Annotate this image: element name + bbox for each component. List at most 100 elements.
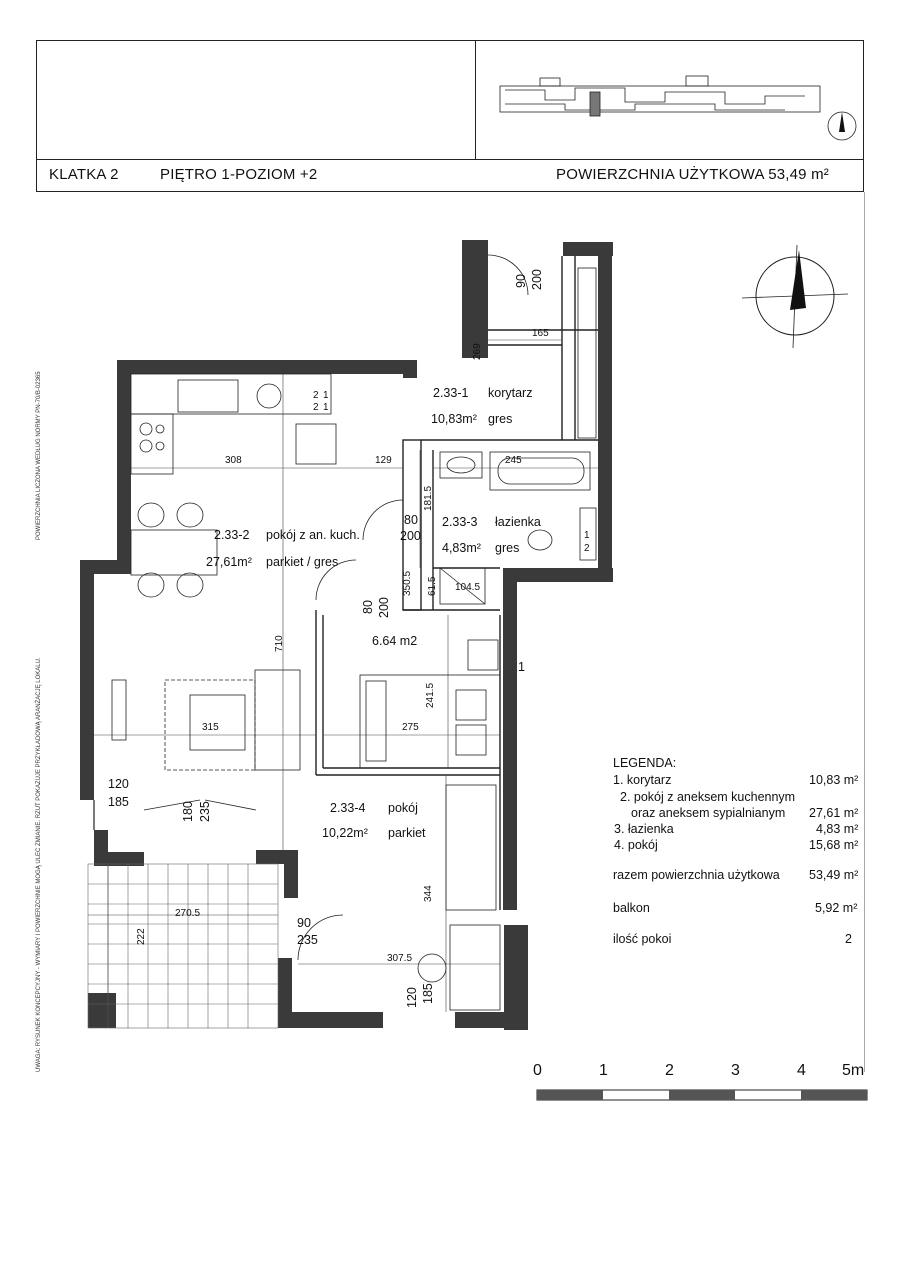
walls (80, 240, 613, 1030)
balcony-tiles (87, 863, 279, 1029)
frame-divider-horizontal (36, 159, 864, 160)
scale-label-1: 1 (599, 1062, 608, 1079)
dim-235-b: 235 (297, 933, 318, 947)
legend-total-value: 53,49 m² (809, 868, 859, 882)
dim-104-5: 104.5 (455, 582, 481, 593)
room-4-name: pokój (388, 801, 418, 815)
legend-rooms-value: 2 (845, 932, 852, 946)
living-set (111, 669, 301, 771)
legend-rooms-label: ilość pokoi (613, 932, 672, 946)
legend-balcony-label: balkon (613, 901, 650, 915)
dim-181-5: 181.5 (423, 485, 434, 511)
bathroom-fixtures (439, 267, 597, 605)
dim-350-5: 350.5 (402, 570, 413, 596)
dim-315: 315 (202, 722, 219, 733)
room-2-finish: parkiet / gres (266, 555, 339, 569)
partition-walls (315, 256, 598, 910)
room-1-id: 2.33-1 (433, 386, 469, 400)
legend-row-4-label: 3. łazienka (614, 822, 674, 836)
legend-title: LEGENDA: (613, 756, 677, 770)
room-4-finish: parkiet (388, 826, 426, 840)
dim-80-b: 80 (361, 600, 375, 614)
dim-61-5: 61.5 (427, 576, 438, 596)
dim-344: 344 (423, 885, 434, 902)
scale-label-3: 3 (731, 1062, 740, 1079)
scale-label-0: 0 (533, 1062, 542, 1079)
legend-row-2-label: 2. pokój z aneksem kuchennym (620, 790, 796, 804)
scale-bar (536, 1089, 868, 1101)
stove-label-4: 1 (323, 402, 329, 413)
dim-710: 710 (274, 635, 285, 652)
legend-balcony-value: 5,92 m² (815, 901, 858, 915)
scale-label-5: 5m (842, 1062, 865, 1079)
stove-label-2: 1 (323, 390, 329, 401)
room-3-finish: gres (495, 541, 520, 555)
dim-129: 129 (375, 455, 392, 466)
legend-row-3-label: oraz aneksem sypialnianym (631, 806, 786, 820)
kitchen-counter (130, 373, 337, 475)
dimension-lines (88, 339, 598, 1028)
dim-80-a: 80 (404, 513, 418, 527)
dim-222: 222 (136, 928, 147, 945)
room-2-id: 2.33-2 (214, 528, 250, 542)
room-3-area: 4,83m² (442, 541, 481, 555)
legend-row-1-value: 10,83 m² (809, 773, 859, 787)
dim-185-a: 185 (108, 795, 129, 809)
stair-label: KLATKA 2 (49, 166, 119, 183)
north-arrow-small-icon (827, 111, 857, 141)
dim-1: 1 (518, 660, 525, 674)
page-border (864, 192, 865, 1072)
wc-label-1: 1 (584, 530, 590, 541)
key-plan-icon (499, 75, 821, 117)
room-4-area: 10,22m² (322, 826, 368, 840)
stove-label-1: 2 (313, 390, 319, 401)
alcove-area: 6.64 m2 (372, 634, 418, 648)
compass-icon (741, 244, 849, 349)
dim-165: 165 (532, 328, 549, 339)
legend-row-5-value: 15,68 m² (809, 838, 859, 852)
legend-row-3-value: 27,61 m² (809, 806, 859, 820)
legend-row-4-value: 4,83 m² (816, 822, 859, 836)
legend-total-label: razem powierzchnia użytkowa (613, 868, 780, 882)
dim-241-5: 241.5 (425, 682, 436, 708)
scale-label-4: 4 (797, 1062, 806, 1079)
dining-set (130, 502, 218, 598)
dim-200-b: 200 (530, 269, 544, 290)
dim-270-5: 270.5 (175, 908, 201, 919)
dim-90-b: 90 (297, 916, 311, 930)
dim-275: 275 (402, 722, 419, 733)
room-2-area: 27,61m² (206, 555, 252, 569)
bedroom-furniture (417, 784, 501, 1011)
door-swings (143, 254, 529, 961)
usable-area-label: POWIERZCHNIA UŻYTKOWA 53,49 m² (556, 166, 829, 183)
dim-200-c: 200 (377, 597, 391, 618)
dim-120-b: 120 (405, 987, 419, 1008)
dim-269: 269 (472, 343, 483, 360)
dim-307-5: 307.5 (387, 953, 413, 964)
legend-row-1-label: 1. korytarz (613, 773, 672, 787)
scale-label-2: 2 (665, 1062, 674, 1079)
dim-308: 308 (225, 455, 242, 466)
title-frame (36, 40, 864, 192)
frame-divider (475, 40, 476, 160)
room-3-id: 2.33-3 (442, 515, 478, 529)
room-1-name: korytarz (488, 386, 533, 400)
wc-label-2: 2 (584, 543, 590, 554)
room-4-id: 2.33-4 (330, 801, 366, 815)
legend-row-5-label: 4. pokój (614, 838, 658, 852)
room-1-finish: gres (488, 412, 513, 426)
room-1-area: 10,83m² (431, 412, 477, 426)
room-3-name: łazienka (495, 515, 541, 529)
dim-245: 245 (505, 455, 522, 466)
dim-185-b: 185 (421, 983, 435, 1004)
dim-180: 180 (181, 801, 195, 822)
dim-90-a: 90 (514, 274, 528, 288)
floor-label: PIĘTRO 1-POZIOM +2 (160, 166, 318, 183)
stove-label-3: 2 (313, 402, 319, 413)
dim-200-a: 200 (400, 529, 421, 543)
bed (359, 639, 501, 769)
dim-235-a: 235 (198, 801, 212, 822)
dim-120-a: 120 (108, 777, 129, 791)
room-2-name: pokój z an. kuch. (266, 528, 360, 542)
